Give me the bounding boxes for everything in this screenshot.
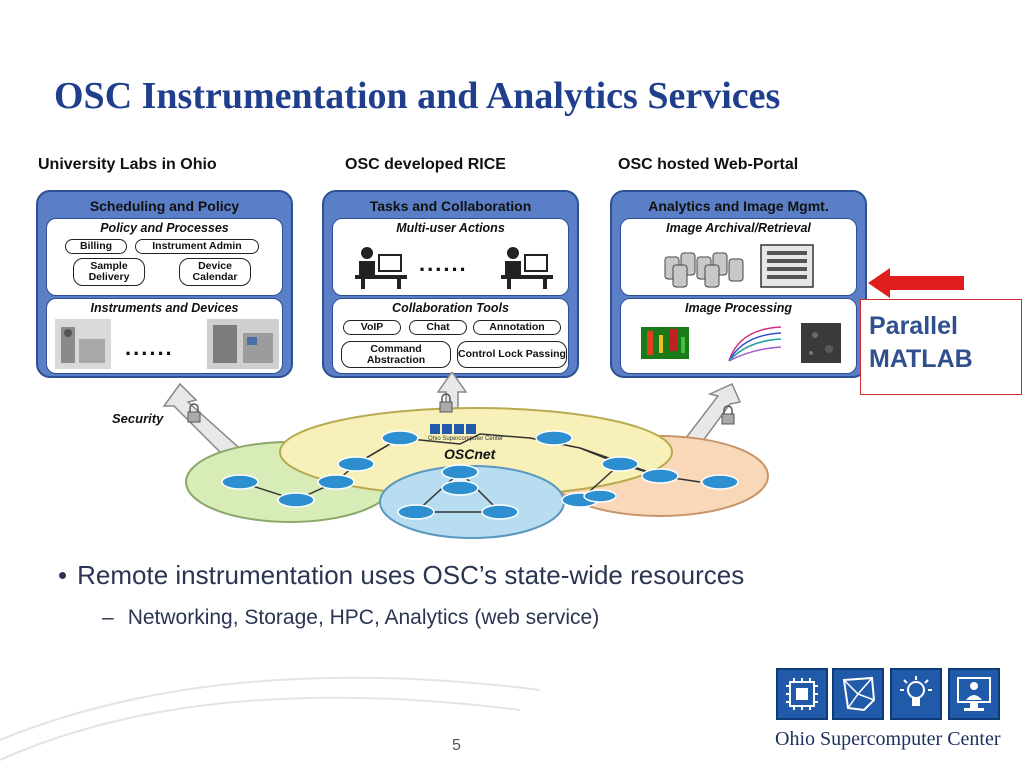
device-calendar-pill: Device Calendar [179,258,251,286]
router-icon [701,474,739,490]
instrument-station-icon [207,319,279,369]
osc-mini-logo [430,424,476,434]
router-icon [221,474,259,490]
red-arrow-icon [868,268,964,298]
sample-delivery-pill: Sample Delivery [73,258,145,286]
microscope-icon [55,319,111,369]
command-abstraction-pill: Command Abstraction [341,341,451,368]
user-at-desk-icon [501,247,553,289]
ohio-map-icon [832,668,884,720]
lock-icon [439,393,453,413]
policy-box-title: Policy and Processes [100,221,229,235]
page-number: 5 [452,737,461,754]
panel-title: Tasks and Collaboration [369,198,532,214]
multi-user-box: Multi-user Actions ...... [332,218,569,296]
micrograph-thumbnail-icon [801,323,841,363]
router-icon [441,480,479,496]
chat-pill: Chat [409,320,467,335]
lightbulb-icon [890,668,942,720]
instruments-box: Instruments and Devices ...... [46,298,283,374]
sub-bullet-item: –Networking, Storage, HPC, Analytics (we… [102,606,600,629]
panel-university-labs: Scheduling and Policy Policy and Process… [36,190,293,378]
router-icon [481,504,519,520]
security-label: Security [112,411,164,426]
chip-icon [776,668,828,720]
panel-header-rice: OSC developed RICE [345,156,506,173]
bullet-item: •Remote instrumentation uses OSC’s state… [58,560,745,590]
lock-icon [721,405,735,425]
network-logo-text: Ohio Supercomputer Center [428,436,504,442]
panel-title: Analytics and Image Mgmt. [648,198,829,214]
curves-thumbnail-icon [725,321,785,365]
router-icon [397,504,435,520]
router-icon [381,430,419,446]
router-icon [601,456,639,472]
instruments-dots: ...... [125,335,174,360]
router-icon [337,456,375,472]
storage-servers-icon [664,244,814,288]
collaboration-box: Collaboration Tools VoIP Chat Annotation… [332,298,569,374]
slide-title: OSC Instrumentation and Analytics Servic… [54,75,781,117]
router-icon [641,468,679,484]
panel-web-portal: Analytics and Image Mgmt. Image Archival… [610,190,867,378]
router-icon [317,474,355,490]
network-label: OSCnet [444,446,496,462]
binary-watermark [0,676,541,761]
callout-line2: MATLAB [869,345,973,373]
callout-line1: Parallel [869,312,958,340]
image-processing-box: Image Processing [620,298,857,374]
panel-rice: Tasks and Collaboration Multi-user Actio… [322,190,579,378]
panel-header-portal: OSC hosted Web-Portal [618,156,799,173]
policy-box: Policy and Processes Billing Instrument … [46,218,283,296]
footer-logo-text: Ohio Supercomputer Center [775,728,1001,750]
monitor-person-icon [948,668,1000,720]
collaboration-box-title: Collaboration Tools [392,301,509,315]
multi-user-dots: ...... [419,251,468,276]
user-at-desk-icon [355,247,407,289]
instrument-admin-pill: Instrument Admin [135,239,259,254]
panel-header-labs: University Labs in Ohio [38,156,217,173]
panel-title: Scheduling and Policy [89,198,240,214]
router-icon [535,430,573,446]
network-diagram [162,372,769,539]
router-icon [277,492,315,508]
annotation-pill: Annotation [473,320,561,335]
router-icon [441,464,479,480]
billing-pill: Billing [65,239,127,254]
heatmap-thumbnail-icon [635,321,695,365]
voip-pill: VoIP [343,320,401,335]
multi-user-box-title: Multi-user Actions [396,221,505,235]
control-lock-pill: Control Lock Passing [457,341,567,368]
archival-box: Image Archival/Retrieval [620,218,857,296]
archival-box-title: Image Archival/Retrieval [666,221,811,235]
parallel-matlab-callout: Parallel MATLAB [860,299,1022,395]
router-icon [583,489,617,503]
instruments-box-title: Instruments and Devices [90,301,239,315]
lock-icon [187,403,201,423]
image-processing-box-title: Image Processing [685,301,792,315]
